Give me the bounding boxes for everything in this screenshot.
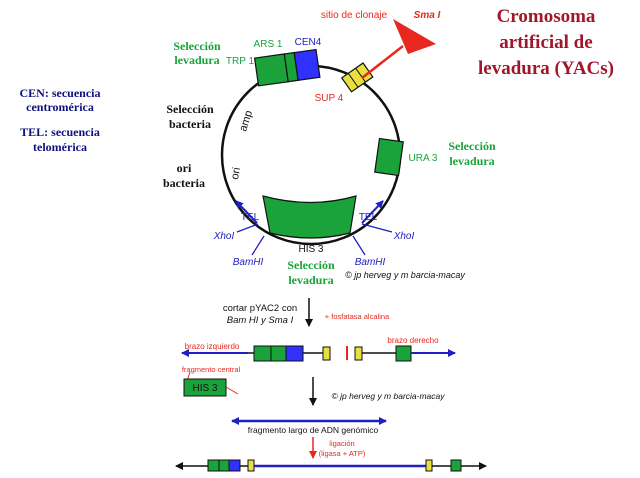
central-fragment-his3-label: HIS 3 xyxy=(192,383,217,394)
label-smai: Sma I xyxy=(414,10,441,21)
trp1-segment xyxy=(253,53,289,87)
final-yac-ars1 xyxy=(218,459,230,472)
tel-left-arrow xyxy=(235,200,258,224)
right-arm-sup4 xyxy=(354,346,363,361)
legend-cen-line-1: CEN: secuencia xyxy=(20,86,101,100)
left-arm-trp1 xyxy=(253,345,272,362)
label-ori-bact-2: bacteria xyxy=(163,176,205,190)
title-line-3: levadura (YACs) xyxy=(478,58,614,79)
legend-tel-line-2: telomérica xyxy=(33,140,87,154)
label-ura3: URA 3 xyxy=(409,153,438,164)
credit-2: © jp herveg y m barcia-macay xyxy=(331,391,445,401)
title-line-1: Cromosoma xyxy=(497,6,596,27)
ligation-label-2: (ligasa + ATP) xyxy=(319,449,366,458)
final-yac-sup4-right xyxy=(425,459,433,472)
cloning-site-pointer xyxy=(361,45,404,79)
label-bamhi-right: BamHI xyxy=(355,257,386,268)
label-sup4: SUP 4 xyxy=(315,93,344,104)
tel-right-arrow xyxy=(361,200,384,224)
genomic-dna-label: fragmento largo de ADN genómico xyxy=(248,425,379,435)
xhoi-right-line xyxy=(361,223,393,233)
final-yac-trp1 xyxy=(207,459,220,472)
label-ori-bact-1: ori xyxy=(177,161,192,175)
label-sel-lev-left-2: levadura xyxy=(174,53,219,67)
label-cen4: CEN4 xyxy=(295,37,322,48)
right-arm-label: brazo derecho xyxy=(387,336,439,345)
final-yac-cen4 xyxy=(228,459,241,472)
left-arm-label: brazo izquierdo xyxy=(185,342,240,351)
trp1-ars1-cen4-block xyxy=(253,48,321,87)
label-xhoi-right: XhoI xyxy=(393,231,415,242)
label-sel-bact-2: bacteria xyxy=(169,117,211,131)
final-yac-ura3 xyxy=(450,459,462,472)
xhoi-left-line xyxy=(236,223,259,233)
final-yac-sup4-left xyxy=(247,459,255,472)
title-line-2: artificial de xyxy=(499,32,592,53)
label-cloning-site: sitio de clonaje xyxy=(321,10,388,21)
label-tel-left: TEL xyxy=(241,212,260,223)
cut-instruction-2: Bam HI y Sma I xyxy=(227,315,294,326)
label-sel-lev-bottom-1: Selección xyxy=(287,258,335,272)
phosphatase-label: + fosfatasa alcalina xyxy=(325,312,390,321)
left-arm-ars1 xyxy=(270,345,287,362)
bamhi-left-line xyxy=(251,235,265,256)
his3-segment xyxy=(262,195,357,239)
credit-1: © jp herveg y m barcia-macay xyxy=(345,270,465,280)
label-sel-bact-1: Selección xyxy=(166,102,214,116)
label-sel-lev-left-1: Selección xyxy=(173,39,221,53)
cut-instruction-1: cortar pYAC2 con xyxy=(223,303,297,314)
label-his3: HIS 3 xyxy=(298,244,323,255)
label-trp1: TRP 1 xyxy=(226,56,255,67)
cen4-segment xyxy=(293,48,321,81)
label-amp: amp xyxy=(237,109,255,133)
ligation-label-1: ligación xyxy=(329,439,354,448)
central-fragment-end xyxy=(225,386,239,395)
label-ars1: ARS 1 xyxy=(254,39,283,50)
label-sel-lev-right-1: Selección xyxy=(448,139,496,153)
label-ori: ori xyxy=(229,166,243,180)
left-arm-sup4 xyxy=(322,346,331,361)
label-xhoi-left: XhoI xyxy=(213,231,235,242)
label-tel-right: TEL xyxy=(359,212,378,223)
legend-cen-line-2: centromérica xyxy=(26,100,94,114)
sup4-segment xyxy=(340,62,374,93)
label-sel-lev-bottom-2: levadura xyxy=(288,273,333,287)
ura3-segment xyxy=(374,137,404,177)
bamhi-right-line xyxy=(352,235,366,256)
legend-tel-line-1: TEL: secuencia xyxy=(20,125,100,139)
label-bamhi-left: BamHI xyxy=(233,257,264,268)
right-arm-ura3 xyxy=(395,345,412,362)
central-fragment-label: fragmento central xyxy=(182,365,241,374)
left-arm-cen4 xyxy=(285,345,304,362)
label-sel-lev-right-2: levadura xyxy=(449,154,494,168)
cloning-site-marker xyxy=(393,19,436,54)
